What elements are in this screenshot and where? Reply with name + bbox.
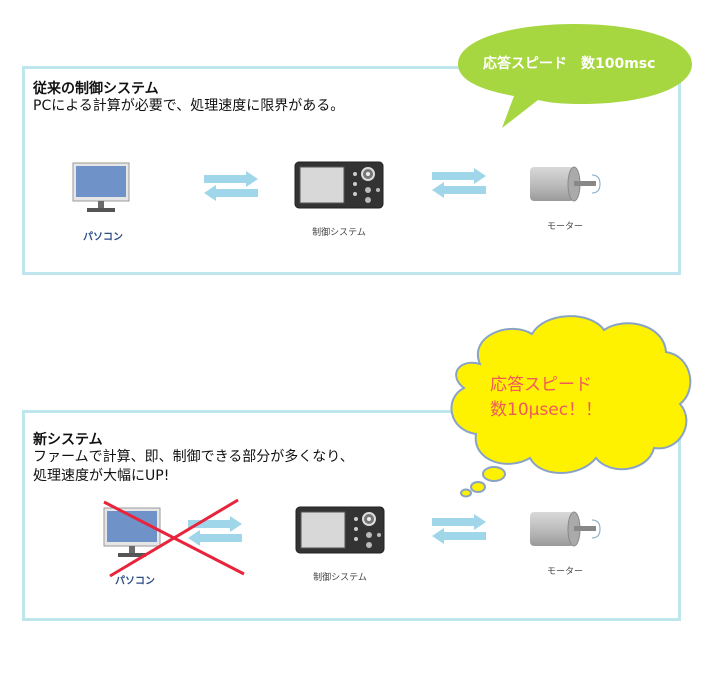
arrow-pair-controller-motor [432,514,486,544]
arrow-left-icon [432,528,486,544]
arrow-right-icon [432,168,486,184]
bubble2-response-speed-label: 応答スピード [490,375,592,395]
monitor-icon [72,162,130,212]
motor-icon [530,166,601,202]
thought-bubble-yellow [450,315,692,498]
panel2-description-line2: 処理速度が大幅にUP! [33,468,170,484]
control-system-label: 制御システム [313,573,367,583]
speech-bubble-green [458,24,692,128]
arrow-left-icon [188,530,242,546]
panel1-description: PCによる計算が必要で、処理速度に限界がある。 [33,98,345,114]
motor-label: モーター [546,222,584,232]
panel2-description-line1: ファームで計算、即、制御できる部分が多くなり、 [33,449,354,465]
arrow-pair-pc-controller [204,171,258,201]
bubble2-response-speed-value: 数10μsec！！ [490,400,603,420]
cross-mark-icon [103,498,245,578]
controller-icon [294,161,384,209]
arrow-right-icon [432,514,486,530]
arrow-right-icon [204,171,258,187]
motor-icon [530,511,601,547]
arrow-pair-controller-motor [432,168,486,198]
pc-label: パソコン [83,232,123,243]
arrow-left-icon [204,185,258,201]
panel1-title: 従来の制御システム [33,81,159,97]
arrow-left-icon [432,182,486,198]
control-system-label: 制御システム [312,228,366,238]
controller-icon [295,506,385,554]
motor-label: モーター [546,567,584,577]
pc-label: パソコン [115,576,155,587]
bubble1-response-speed: 応答スピード 数100msc [483,56,656,72]
panel2-title: 新システム [33,432,103,448]
